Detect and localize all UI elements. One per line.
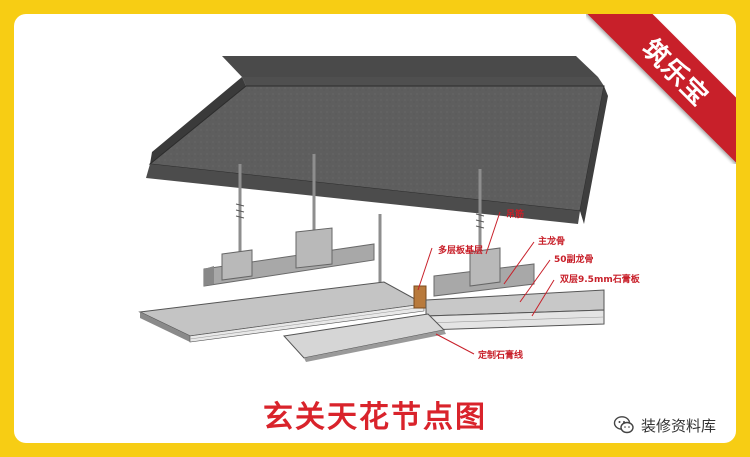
brand-badge: 筑乐宝 [586,14,736,164]
label-plywood: 多层板基层 [438,246,484,256]
rod-threads [235,203,485,229]
label-main-keel: 主龙骨 [538,237,566,247]
plywood-base [413,285,427,309]
ceiling-node-illustration [138,56,608,362]
gypsum-board-right [425,289,605,331]
watermark-text: 装修资料库 [640,416,716,435]
label-gypsum: 双层9.5mm石膏板 [560,275,640,285]
label-hanger: 吊筋 [506,210,525,220]
diagram-title: 玄关天花节点图 [263,400,487,435]
label-keel50: 50副龙骨 [554,255,594,265]
wechat-icon [613,416,634,434]
watermark: 装修资料库 [613,414,716,436]
label-custom-line: 定制石膏线 [478,351,524,361]
callout-leaders [417,211,555,355]
custom-gypsum-line [283,313,446,362]
concrete-slab [146,56,608,224]
main-keels [203,227,535,297]
content-card: 吊筋 主龙骨 多层板基层 50副龙骨 双层9.5mm石膏板 定制石膏线 筑乐宝 … [14,14,736,443]
gypsum-board-left [138,281,426,343]
corner-badge: 筑乐宝 [586,14,736,164]
